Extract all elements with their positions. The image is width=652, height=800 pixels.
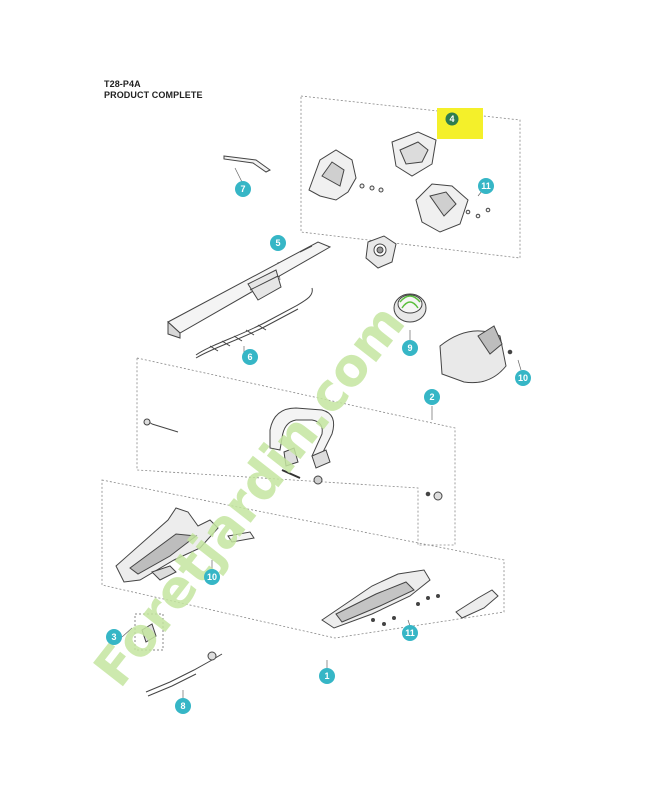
callout-2[interactable]: 2 bbox=[424, 389, 440, 405]
group-head-boundary bbox=[300, 95, 521, 259]
callouts: 7 5 6 4 11 9 10 2 bbox=[106, 108, 531, 714]
callout-11-top[interactable]: 11 bbox=[478, 178, 494, 194]
svg-text:1: 1 bbox=[324, 671, 329, 681]
motor-part bbox=[365, 235, 397, 269]
group-boundaries bbox=[101, 95, 521, 639]
callout-8[interactable]: 8 bbox=[175, 698, 191, 714]
svg-text:10: 10 bbox=[207, 572, 217, 582]
svg-text:6: 6 bbox=[247, 352, 252, 362]
callout-6[interactable]: 6 bbox=[242, 349, 258, 365]
callout-10-guard[interactable]: 10 bbox=[515, 370, 531, 386]
diagram-title: T28-P4A PRODUCT COMPLETE bbox=[104, 79, 203, 101]
guard-part bbox=[439, 325, 513, 384]
part-4-head-housing bbox=[308, 131, 491, 233]
svg-text:8: 8 bbox=[180, 701, 185, 711]
svg-text:9: 9 bbox=[407, 343, 412, 353]
callout-3[interactable]: 3 bbox=[106, 629, 122, 645]
part-8-lever bbox=[145, 651, 223, 697]
part-1-shaft-housing bbox=[115, 507, 499, 629]
callout-1[interactable]: 1 bbox=[319, 668, 335, 684]
group-shaft-boundary bbox=[101, 479, 505, 639]
part-9-spool bbox=[393, 293, 427, 323]
svg-text:3: 3 bbox=[111, 632, 116, 642]
part-2-handle bbox=[143, 407, 443, 501]
part-3-switch bbox=[134, 613, 164, 651]
product-title: PRODUCT COMPLETE bbox=[104, 90, 203, 100]
svg-text:2: 2 bbox=[429, 392, 434, 402]
callout-9[interactable]: 9 bbox=[402, 340, 418, 356]
svg-text:11: 11 bbox=[481, 181, 491, 191]
svg-text:4: 4 bbox=[449, 114, 454, 124]
svg-text:10: 10 bbox=[518, 373, 528, 383]
callout-5[interactable]: 5 bbox=[270, 235, 286, 251]
svg-text:7: 7 bbox=[240, 184, 245, 194]
svg-text:5: 5 bbox=[275, 238, 280, 248]
svg-text:11: 11 bbox=[405, 628, 415, 638]
part-7-strip bbox=[223, 155, 271, 173]
part-5-shaft-tube bbox=[167, 241, 332, 339]
callout-7[interactable]: 7 bbox=[235, 181, 251, 197]
callout-10-shaft[interactable]: 10 bbox=[204, 569, 220, 585]
model-code: T28-P4A bbox=[104, 79, 141, 89]
callout-4-highlight[interactable]: 4 bbox=[437, 108, 483, 139]
group-handle-boundary bbox=[136, 357, 456, 546]
callout-11-shaft[interactable]: 11 bbox=[402, 625, 418, 641]
part-6-cable bbox=[195, 287, 313, 359]
